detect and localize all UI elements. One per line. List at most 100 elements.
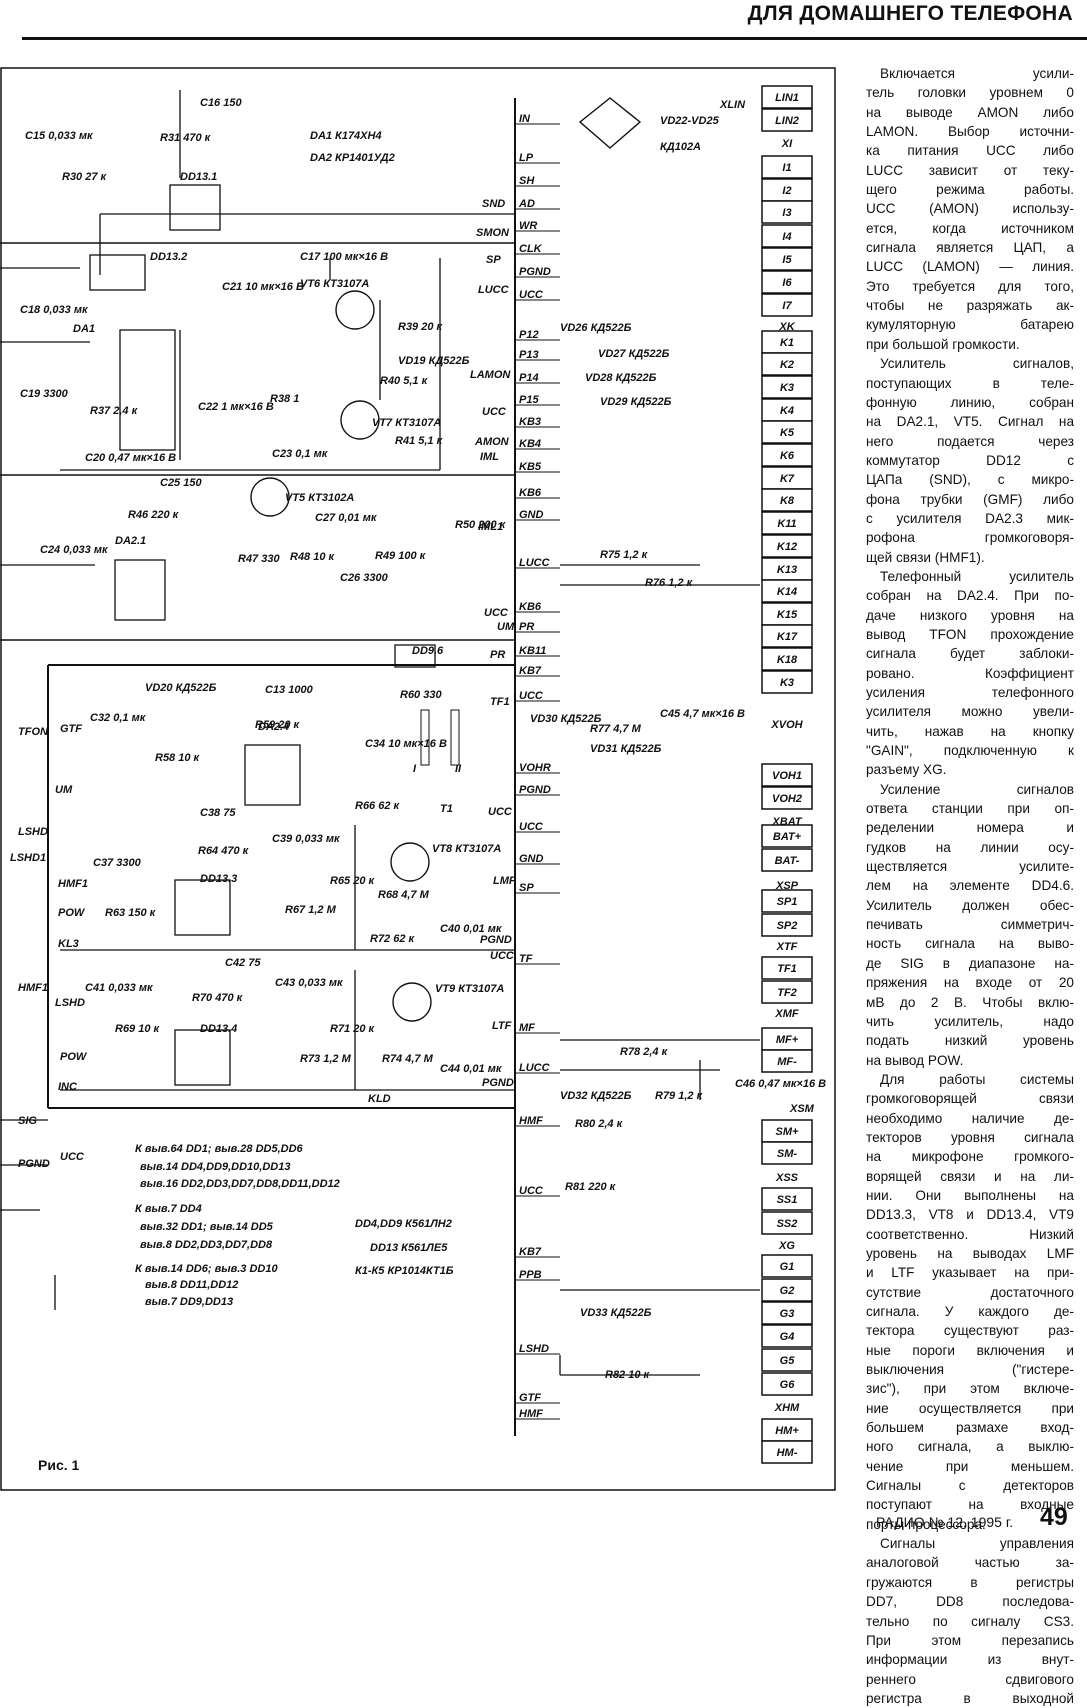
power-pin-note: выв.14 DD4,DD9,DD10,DD13 [140, 1161, 290, 1173]
component-label: I [413, 763, 417, 775]
external-net-label: HMF1 [58, 878, 88, 890]
connector-pin-label: HM- [777, 1447, 798, 1459]
component-label: C22 1 мк×16 В [198, 401, 274, 413]
external-net-label: LSHD1 [10, 852, 46, 864]
connector-pin-label: SM+ [776, 1126, 800, 1138]
component-label: КД102А [660, 141, 701, 153]
connector-pin-label: G1 [780, 1261, 795, 1273]
connector-pin-box [761, 670, 813, 694]
connector-pin-label: BAT- [775, 855, 800, 867]
component-label: R31 470 к [160, 132, 212, 144]
article-line: Сигналы управления [880, 1536, 1074, 1552]
inner-net-label: LMF [493, 875, 516, 887]
connector-pin-label: K4 [780, 405, 794, 417]
inner-net-label: PR [490, 649, 505, 661]
connector-pin-label: LIN1 [775, 92, 799, 104]
article-line: Сигналы с детекторов [866, 1478, 1074, 1494]
connector-pin-label: I3 [782, 207, 791, 219]
page-header-title: ДЛЯ ДОМАШНЕГО ТЕЛЕФОНА [747, 2, 1073, 25]
component-label: C32 0,1 мк [90, 712, 147, 724]
connector-pin-label: G5 [780, 1355, 796, 1367]
component-label: R63 150 к [105, 907, 157, 919]
article-line: фона трубки (GMF) либо [866, 491, 1074, 507]
connector-header: XMF [774, 1008, 799, 1020]
component-label: R81 220 к [565, 1181, 617, 1193]
transistor-symbol [392, 982, 432, 1022]
component-label: DD9.6 [412, 645, 444, 657]
component-label: C17 100 мк×16 В [300, 251, 388, 263]
article-line: Усилитель должен обес- [866, 897, 1074, 913]
inner-net-label: PGND [482, 1077, 514, 1089]
inner-net-label: KLD [368, 1093, 391, 1105]
bus-pin-label: P14 [519, 372, 539, 384]
external-net-label: KL3 [58, 938, 79, 950]
article-line: текторов уровня сигнала [866, 1129, 1074, 1145]
article-line: Усиление сигналов [880, 781, 1074, 797]
connector-pin-box [761, 1372, 813, 1396]
article-line: ределении номера и [866, 820, 1074, 836]
power-pin-note: выв.8 DD2,DD3,DD7,DD8 [140, 1239, 273, 1251]
bus-pin-label: GND [519, 509, 544, 521]
bus-pin-label: KB7 [519, 665, 542, 677]
inner-net-label: SP [486, 254, 501, 266]
bus-pin-label: CLK [519, 243, 543, 255]
article-line: аналоговой частью за- [866, 1555, 1074, 1571]
connector-pin-box [761, 375, 813, 399]
bus-pin-label: PGND [519, 266, 551, 278]
bus-pin-label: SP [519, 882, 534, 894]
component-label: R66 62 к [355, 800, 401, 812]
article-line: него подается через [866, 433, 1074, 449]
article-line: чтобы не разряжать ак- [866, 298, 1074, 314]
connector-pin-box [761, 763, 813, 787]
bus-pin-label: UCC [519, 1185, 544, 1197]
power-pin-note: выв.32 DD1; выв.14 DD5 [140, 1221, 274, 1233]
connector-pin-label: G3 [780, 1308, 795, 1320]
component-label: C40 0,01 мк [440, 923, 503, 935]
figure-frame [0, 67, 836, 1491]
component-label: C15 0,033 мк [25, 130, 94, 142]
external-net-label: LSHD [18, 826, 48, 838]
connector-pin-box [761, 624, 813, 648]
article-line: сутствие достаточного [866, 1284, 1074, 1300]
external-net-label: TFON [18, 726, 49, 738]
component-label: R41 5,1 к [395, 435, 444, 447]
power-pin-note: К1-К5 КР1014КТ1Б [355, 1265, 454, 1277]
inner-net-label: UCC [488, 806, 513, 818]
power-pin-note: DD4,DD9 К561ЛН2 [355, 1218, 452, 1230]
connector-pin-label: SP2 [777, 920, 798, 932]
bus-pin-label: KB4 [519, 438, 541, 450]
component-label: C34 10 мк×16 В [365, 738, 447, 750]
connector-header: XG [778, 1240, 795, 1252]
inner-net-label: UM [497, 621, 515, 633]
external-net-label: POW [58, 907, 86, 919]
article-line: вывод TFON прохождение [866, 626, 1074, 642]
bus-pin-label: PGND [519, 784, 551, 796]
article-line: зис"), при этом включе- [866, 1381, 1074, 1397]
component-label: II [455, 763, 462, 775]
article-line: рофона громкоговоря- [866, 530, 1074, 546]
article-line: при большой громкости. [866, 336, 1020, 352]
article-line: ществляется усилите- [866, 859, 1074, 875]
article-line: "GAIN", подключенную к [866, 743, 1074, 759]
article-line: сигнала. У каждого де- [866, 1304, 1074, 1319]
connector-pin-label: K13 [777, 564, 797, 576]
connector-pin-box [761, 824, 813, 848]
component-label: VD30 КД522Б [530, 713, 602, 725]
article-line: При этом перезапись [866, 1632, 1074, 1648]
connector-pin-label: I5 [782, 254, 792, 266]
inner-net-label: IML1 [478, 521, 503, 533]
article-line: печивать симметрич- [866, 917, 1074, 933]
article-line: поступающих в теле- [866, 375, 1074, 391]
article-line: ного сигнала, а выклю- [866, 1439, 1074, 1455]
article-line: уровень на выводах LMF [866, 1245, 1074, 1261]
header-rule [22, 37, 1087, 40]
component-label: VD22-VD25 [660, 115, 720, 127]
component-label: R65 20 к [330, 875, 376, 887]
component-label: VT9 КТ3107А [435, 983, 504, 995]
connector-pin-label: BAT+ [773, 831, 802, 843]
bus-pin-label: GND [519, 853, 544, 865]
article-line: разъему XG. [866, 762, 947, 778]
component-label: R68 4,7 М [378, 889, 430, 901]
connector-pin-label: K3 [780, 382, 794, 394]
connector-header: XSS [775, 1172, 799, 1184]
